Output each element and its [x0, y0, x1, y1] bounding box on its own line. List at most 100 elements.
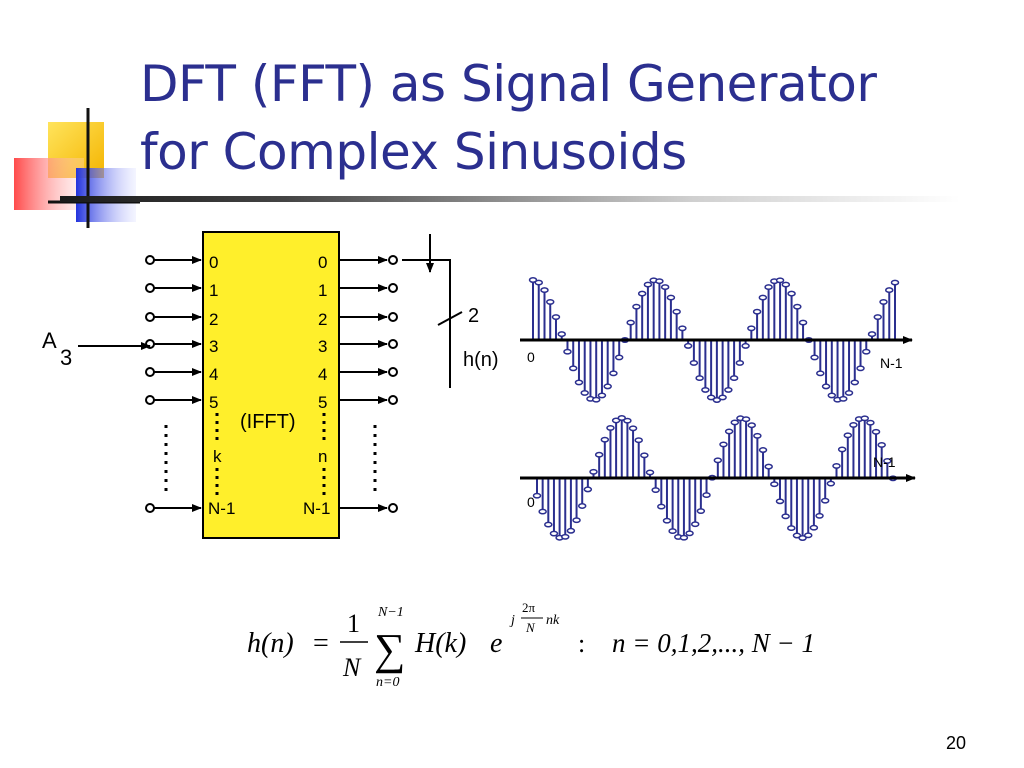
- output-line-1: [339, 283, 398, 293]
- bottom-plot-stem-head-12: [600, 436, 610, 443]
- output-tap-line: [402, 259, 451, 388]
- bottom-plot-stem-head-28: [690, 521, 700, 528]
- bottom-plot-stem-head-8: [577, 503, 587, 509]
- top-plot-stem-head-3: [545, 298, 555, 305]
- output-label-1: 1: [318, 281, 327, 300]
- top-plot-stem-head-58: [862, 348, 871, 355]
- input-label-5: 5: [209, 393, 218, 412]
- output-label-n-1: N-1: [303, 499, 330, 518]
- top-plot-stem-head-2: [540, 287, 549, 294]
- bottom-plot-stem-head-10: [589, 468, 598, 475]
- formula-colon: :: [578, 629, 585, 658]
- top-plot-stem-head-56: [850, 379, 860, 386]
- bottom-plot-stem-head-21: [651, 487, 660, 493]
- bottom-plot-stem-head-5: [561, 533, 570, 540]
- top-plot-stem-head-28: [689, 360, 699, 366]
- top-plot-stem-head-41: [764, 284, 773, 291]
- bottom-plot-stem-head-52: [826, 480, 836, 487]
- formula-term-e: e: [490, 628, 502, 659]
- top-plot-start-label: 0: [527, 349, 535, 365]
- bottom-plot-stem-head-20: [645, 469, 655, 476]
- top-plot-stem-head-61: [879, 298, 888, 305]
- output-line-4: [339, 367, 398, 377]
- formula-exp-denominator: N: [525, 620, 536, 635]
- input-label-4: 4: [209, 365, 218, 384]
- slide-title-line-1: DFT (FFT) as Signal Generator: [140, 55, 877, 113]
- bottom-plot-stem-head-27: [685, 530, 694, 537]
- formula-term-h: H(k): [414, 628, 466, 659]
- top-plot-stem-head-20: [643, 281, 653, 288]
- formula-sum-upper: N−1: [377, 605, 404, 620]
- top-plot-end-label: N-1: [880, 355, 903, 371]
- top-plot-stem-head-43: [775, 277, 785, 284]
- top-plot-stem-head-23: [660, 284, 670, 291]
- top-plot-stem-head-34: [724, 386, 733, 393]
- top-plot-stem-head-1: [534, 279, 543, 286]
- bottom-plot-stem-head-54: [837, 446, 847, 453]
- bottom-plot-stem-head-0: [532, 492, 542, 499]
- ifft-block: [202, 231, 340, 539]
- top-plot-stem-head-27: [683, 342, 693, 349]
- bottom-plot-stem-head-42: [770, 481, 779, 488]
- bottom-plot-stem-head-37: [741, 416, 751, 423]
- top-plot-stem-head-4: [551, 314, 561, 320]
- top-plot-stem-head-7: [568, 365, 578, 372]
- formula-fraction-denominator: N: [342, 653, 362, 682]
- bottom-plot-stem-head-40: [758, 447, 768, 453]
- top-plot-stem-head-26: [678, 325, 687, 332]
- slide-title: DFT (FFT) as Signal Generator for Comple…: [140, 50, 1010, 186]
- top-plot-stem-head-36: [735, 360, 745, 366]
- top-plot-stem-head-37: [741, 342, 750, 349]
- logo-blue-square: [76, 168, 136, 222]
- bottom-plot-stem-head-19: [640, 452, 649, 459]
- formula-exp-numerator: 2π: [522, 600, 536, 615]
- input-line-4: [145, 367, 202, 377]
- top-plot-stem-head-63: [890, 279, 900, 286]
- top-plot-stem-head-62: [885, 287, 894, 294]
- top-plot-stem-head-6: [563, 348, 572, 355]
- bottom-plot-stem-head-34: [724, 428, 734, 435]
- top-plot-stem-head-19: [637, 290, 647, 297]
- output-label-0: 0: [318, 253, 327, 272]
- input-label-k: k: [213, 447, 222, 466]
- top-plot-stem-head-30: [701, 386, 710, 393]
- top-plot-stem-head-59: [867, 331, 877, 338]
- top-plot-stem-head-47: [798, 319, 808, 326]
- top-plot-stem-head-51: [821, 383, 831, 390]
- top-plot-stem-head-9: [580, 389, 589, 396]
- output-label-5: 5: [318, 393, 327, 412]
- bottom-plot-stem-head-41: [764, 463, 773, 470]
- input-line-1: [145, 283, 202, 293]
- output-line-5: [339, 395, 398, 405]
- bottom-plot-stem-head-23: [662, 517, 672, 524]
- input-line-5: [145, 395, 202, 405]
- bottom-plot-stem-head-32: [713, 457, 723, 464]
- bottom-plot-end-label: N-1: [873, 454, 896, 470]
- input-label-1: 1: [209, 281, 218, 300]
- input-label-2: 2: [209, 310, 218, 329]
- bottom-plot-stem-head-62: [883, 457, 892, 464]
- bottom-plot-stem-head-53: [832, 463, 841, 469]
- top-plot-stem-head-24: [666, 294, 676, 301]
- output-label-n: n: [318, 447, 327, 466]
- bottom-plot-start-label: 0: [527, 494, 535, 510]
- bottom-plot-stem-head-17: [628, 425, 638, 432]
- bottom-plot-stem-head-11: [594, 451, 604, 458]
- slide-page-number: 20: [945, 733, 966, 753]
- formula-exp-j: j: [509, 613, 515, 628]
- bottom-plot-stem-head-43: [775, 498, 785, 505]
- bottom-plot-stem-head-30: [702, 492, 711, 499]
- top-plot-stem-head-29: [695, 375, 704, 382]
- bottom-plot-stem-head-50: [815, 512, 824, 519]
- top-plot-stem-head-38: [747, 325, 756, 332]
- top-plot-stem-head-18: [632, 303, 641, 310]
- output-labels: 0 1 2 3 4 5 n N-1: [303, 253, 330, 518]
- bottom-plot-stem-head-18: [634, 437, 643, 444]
- top-plot-stem-head-60: [873, 314, 883, 320]
- amplitude-label: A: [42, 328, 57, 353]
- bottom-plot-stem-head-9: [583, 486, 593, 493]
- formula-fraction-numerator: 1: [347, 609, 360, 638]
- output-line-n-1: [339, 503, 398, 513]
